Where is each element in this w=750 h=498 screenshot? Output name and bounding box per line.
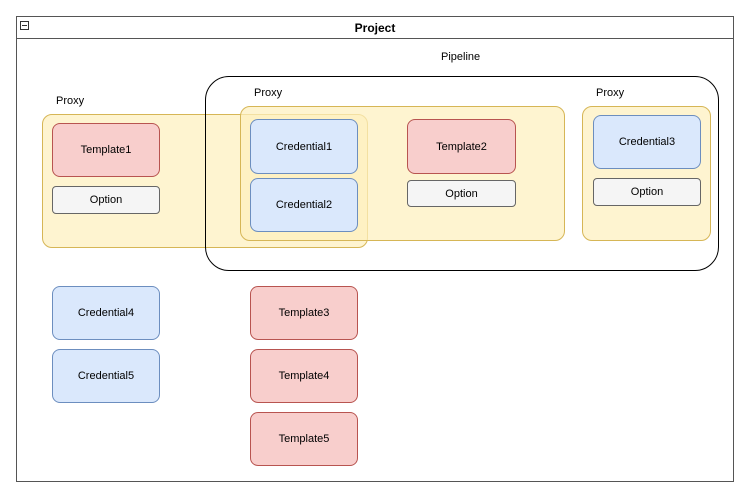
credential5-node[interactable]: Credential5 [52,349,160,403]
option-node-middle[interactable]: Option [407,180,516,207]
template2-node[interactable]: Template2 [407,119,516,174]
proxy-label-right: Proxy [596,87,625,99]
credential2-node[interactable]: Credential2 [250,178,358,232]
option-node-left[interactable]: Option [52,186,160,214]
proxy-label-left: Proxy [56,95,85,107]
project-title: Project [354,21,396,35]
collapse-icon[interactable] [20,21,29,30]
template1-node[interactable]: Template1 [52,123,160,177]
credential3-node[interactable]: Credential3 [593,115,701,169]
template3-node[interactable]: Template3 [250,286,358,340]
proxy-label-middle: Proxy [254,87,283,99]
project-container: Project [16,16,734,482]
project-header: Project [17,17,733,39]
template4-node[interactable]: Template4 [250,349,358,403]
credential1-node[interactable]: Credential1 [250,119,358,174]
pipeline-group[interactable] [205,76,719,271]
template5-node[interactable]: Template5 [250,412,358,466]
pipeline-label: Pipeline [441,51,481,63]
credential4-node[interactable]: Credential4 [52,286,160,340]
option-node-right[interactable]: Option [593,178,701,206]
